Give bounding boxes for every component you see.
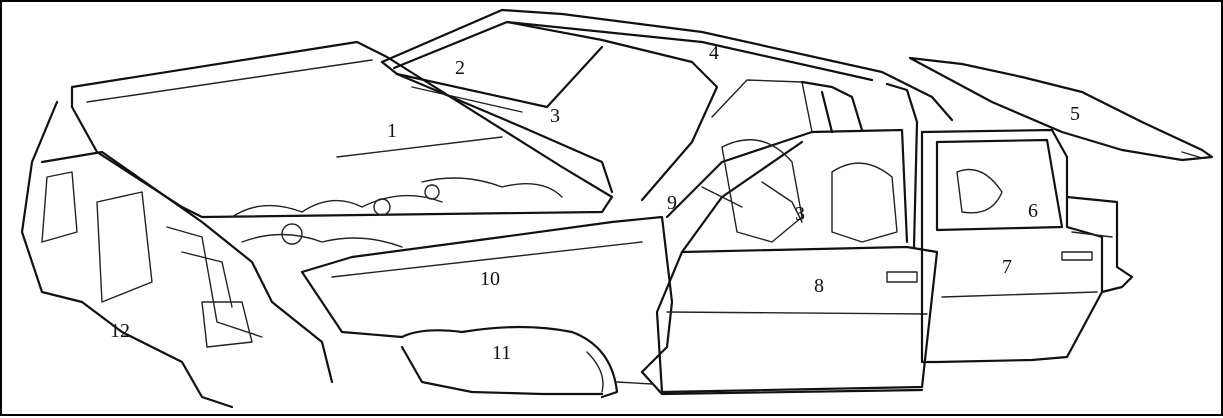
label-6: 6 <box>1028 200 1038 222</box>
label-4: 4 <box>709 42 719 64</box>
label-3-left: 3 <box>550 105 560 127</box>
front-door <box>655 245 939 394</box>
hood-panel <box>70 40 614 219</box>
label-7: 7 <box>1002 256 1012 278</box>
rear-quarter <box>1065 195 1134 294</box>
label-2: 2 <box>455 57 465 79</box>
interior <box>701 139 898 243</box>
label-3-right: 3 <box>795 203 805 225</box>
engine-bay <box>231 177 563 248</box>
label-1: 1 <box>387 120 397 142</box>
callout-labels: 1 2 3 3 4 5 6 7 8 9 10 11 12 <box>110 42 1080 364</box>
rear-door <box>920 128 1104 364</box>
trunk-lid <box>908 56 1214 162</box>
label-12: 12 <box>110 320 130 342</box>
windshield <box>380 20 719 202</box>
a-pillar <box>665 79 909 254</box>
label-5: 5 <box>1070 103 1080 125</box>
front-fender <box>300 215 674 374</box>
label-11: 11 <box>492 342 511 364</box>
label-9: 9 <box>667 192 677 214</box>
front-end-panel <box>20 100 334 409</box>
front-wheelhouse <box>400 325 619 399</box>
rocker-sill <box>616 370 924 396</box>
label-10: 10 <box>480 268 500 290</box>
roof-panel <box>380 8 954 122</box>
b-pillar <box>800 80 919 249</box>
label-8: 8 <box>814 275 824 297</box>
